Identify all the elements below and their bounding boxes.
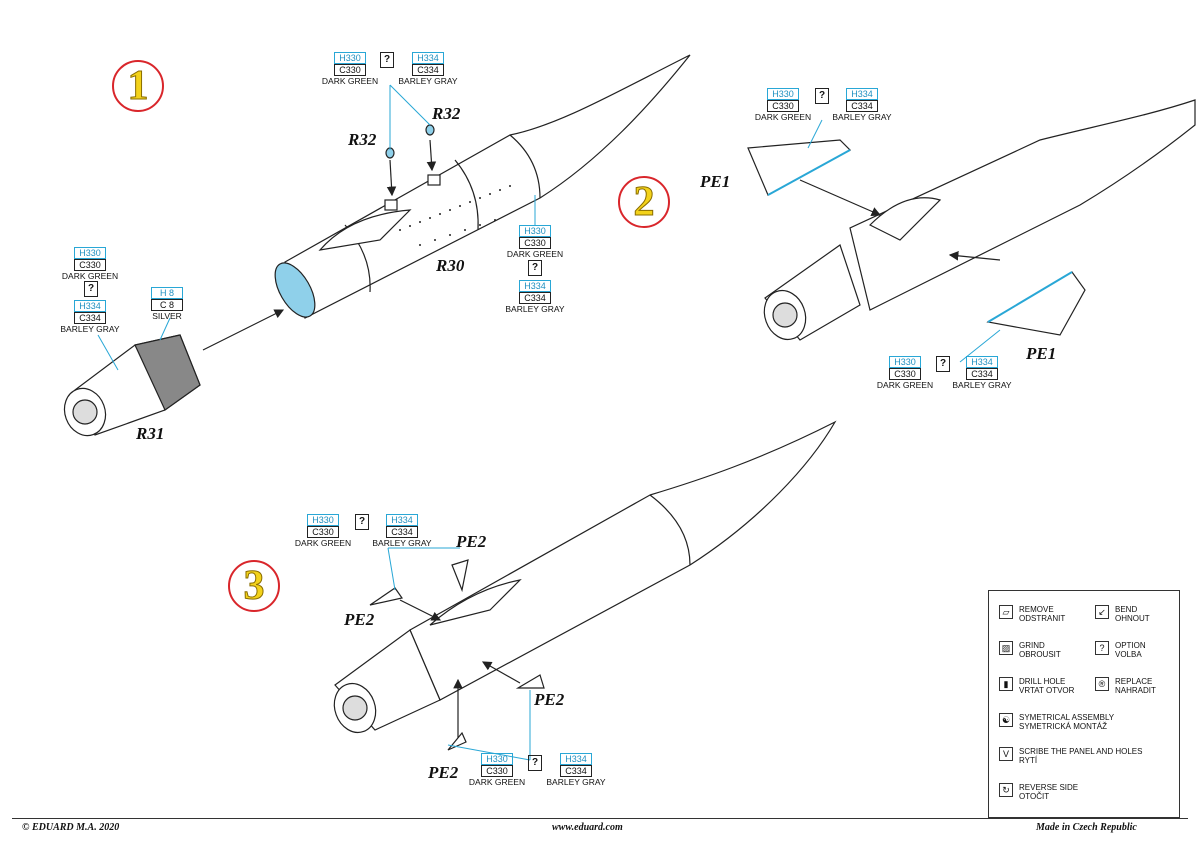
paint-callout-dark-green: H330 C330 DARK GREEN [294,514,352,548]
paint-callout-barley-gray: H334 C334 BARLEY GRAY [60,300,120,334]
option-icon: ? [936,356,950,372]
paint-callout-barley-gray: H334 C334 BARLEY GRAY [372,514,432,548]
paint-callout-dark-green: H330 C330 DARK GREEN [506,225,564,259]
part-label-r30: R30 [436,256,465,275]
scribe-icon: V [999,747,1013,761]
drill-icon: ▮ [999,677,1013,691]
part-label-pe2: PE2 [428,763,459,782]
paint-callout-dark-green: H330 C330 DARK GREEN [468,753,526,787]
step-2-marker: 2 [618,176,670,228]
step-1-marker: 1 [112,60,164,112]
missile-1 [202,54,691,351]
paint-callout-dark-green: H330 C330 DARK GREEN [876,356,934,390]
grind-icon: ▨ [999,641,1013,655]
option-icon: ? [528,755,542,771]
part-label-pe1: PE1 [700,172,731,191]
yin-yang-icon: ☯ [999,713,1013,727]
part-label-r31: R31 [136,424,165,443]
option-icon: ? [355,514,369,530]
part-label-pe1: PE1 [1026,344,1057,363]
remove-icon: ▱ [999,605,1013,619]
step-3-marker: 3 [228,560,280,612]
paint-callout-dark-green: H330 C330 DARK GREEN [321,52,379,86]
footer-rule [12,818,1188,819]
paint-callout-barley-gray: H334 C334 BARLEY GRAY [398,52,458,86]
reverse-icon: ↻ [999,783,1013,797]
replace-icon: ® [1095,677,1109,691]
copyright: © EDUARD M.A. 2020 [22,822,120,833]
part-label-pe2: PE2 [534,690,565,709]
option-icon: ? [815,88,829,104]
option-icon: ? [1095,641,1109,655]
r31-nozzle [63,334,201,437]
paint-callout-dark-green: H330 C330 DARK GREEN [61,247,119,281]
paint-callout-barley-gray: H334 C334 BARLEY GRAY [832,88,892,122]
option-icon: ? [380,52,394,68]
option-icon: ? [84,281,98,297]
made-in: Made in Czech Republic [1036,822,1137,833]
part-label-pe2: PE2 [344,610,375,629]
paint-callout-silver: H 8 C 8 SILVER [151,287,183,321]
website: www.eduard.com [552,822,623,833]
part-label-r32: R32 [432,104,461,123]
paint-callout-barley-gray: H334 C334 BARLEY GRAY [505,280,565,314]
paint-callout-barley-gray: H334 C334 BARLEY GRAY [546,753,606,787]
part-label-pe2: PE2 [456,532,487,551]
option-icon: ? [528,260,542,276]
paint-callout-dark-green: H330 C330 DARK GREEN [754,88,812,122]
paint-callout-barley-gray: H334 C334 BARLEY GRAY [952,356,1012,390]
bend-icon: ↙ [1095,605,1109,619]
part-label-r32: R32 [348,130,377,149]
missile-2 [747,99,1196,341]
missile-3 [333,420,837,751]
